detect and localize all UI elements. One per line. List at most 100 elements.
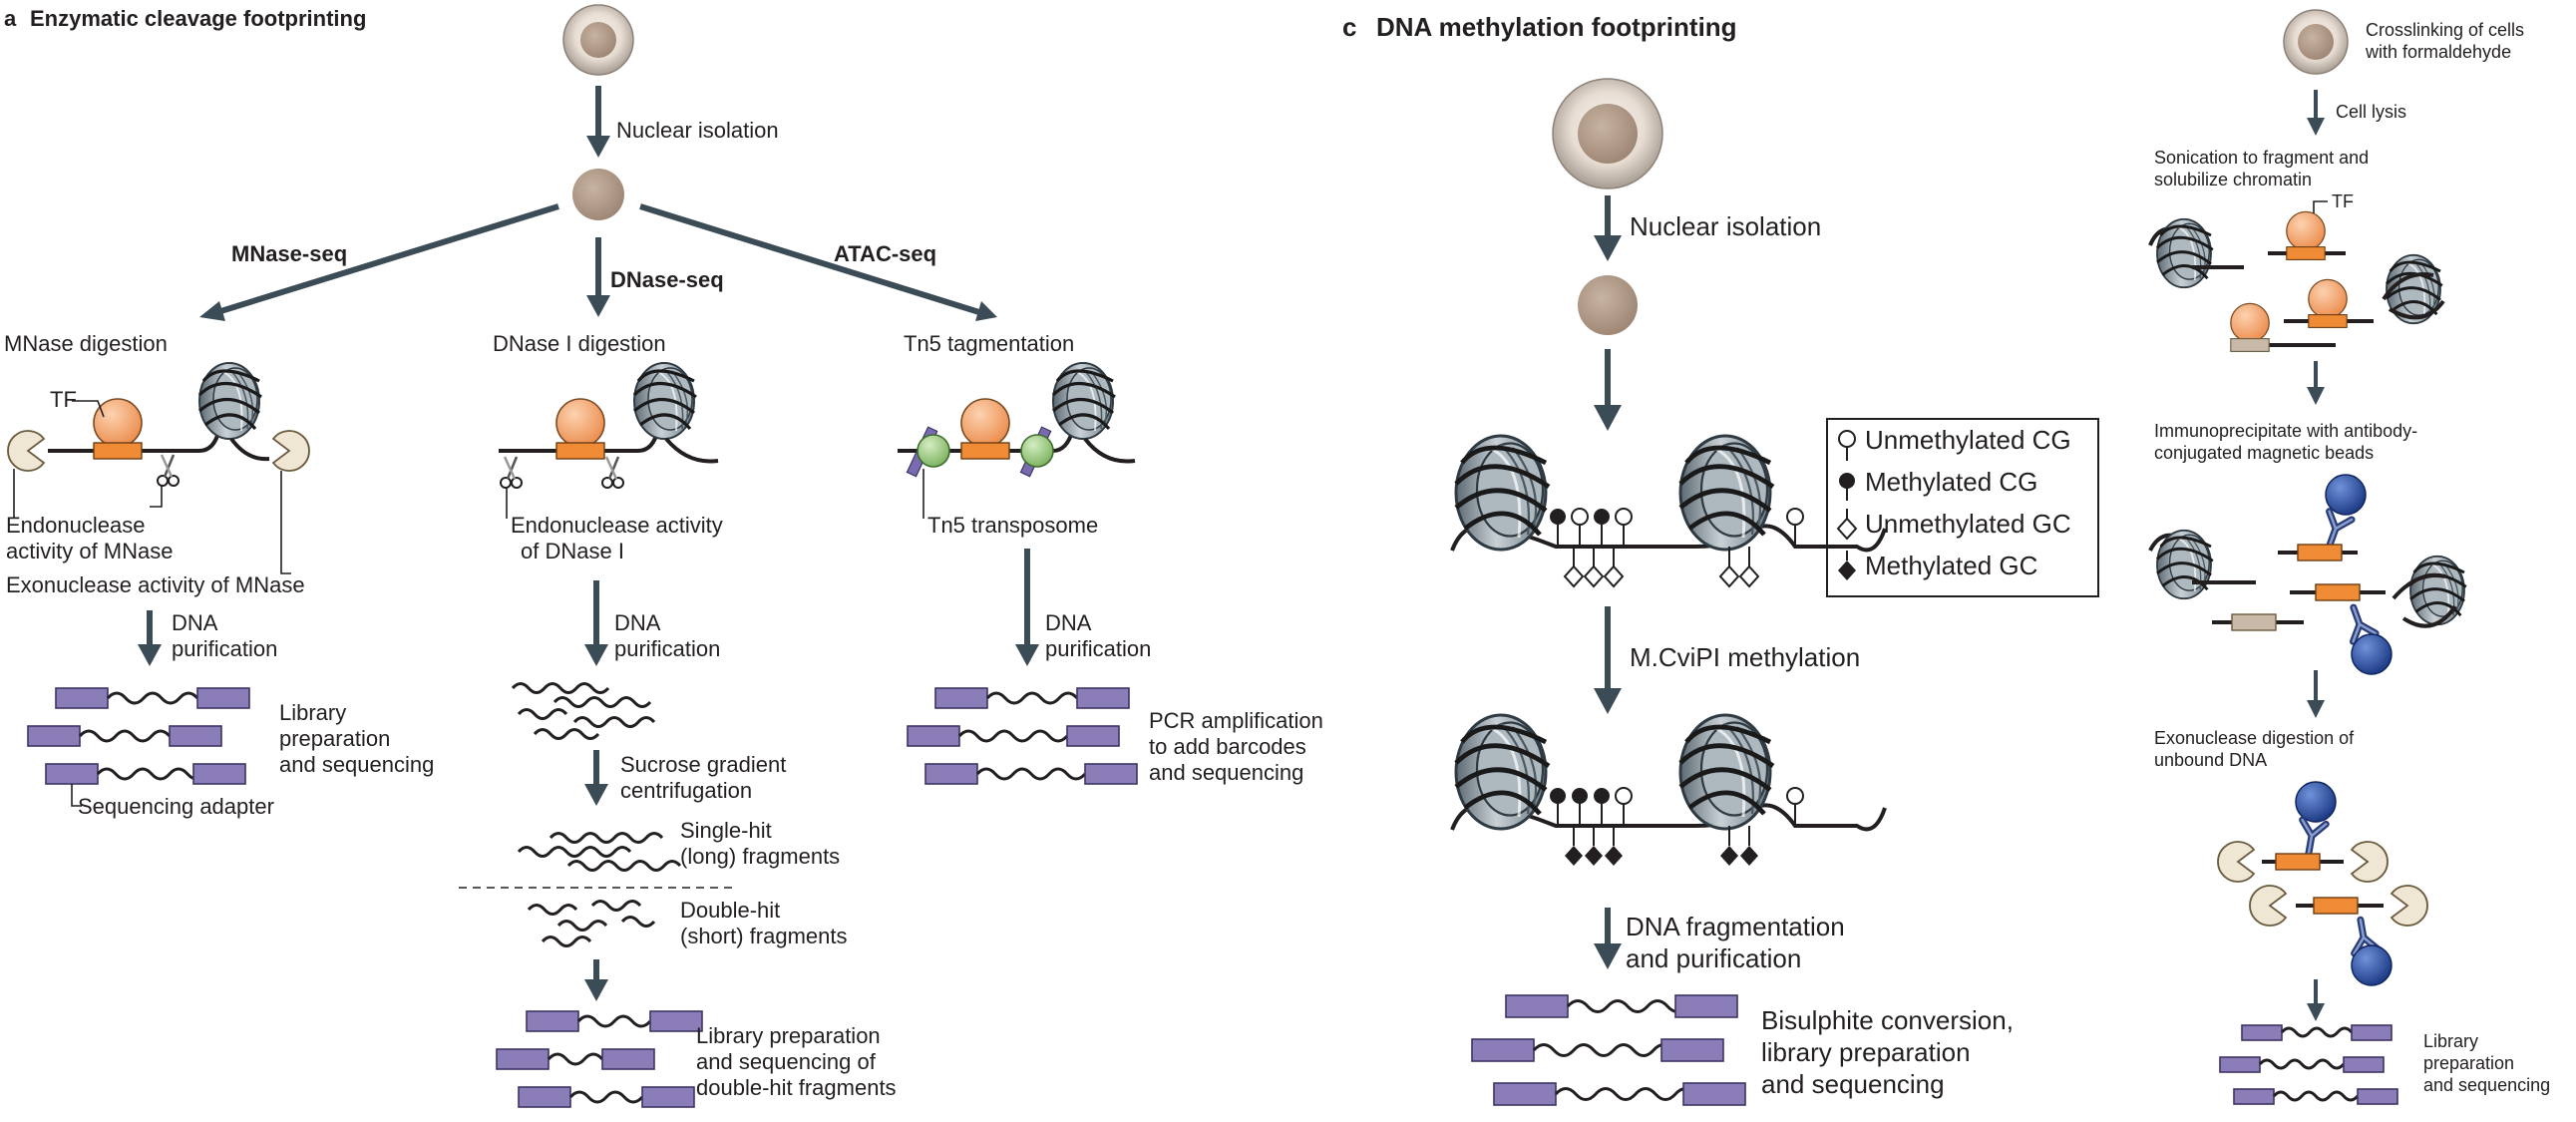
bis-line1: Bisulphite conversion, bbox=[1761, 1005, 2014, 1035]
atac-chromatin bbox=[898, 361, 1136, 478]
tn5-tagmentation-label: Tn5 tagmentation bbox=[904, 331, 1074, 356]
sequencing-adapter-label: Sequencing adapter bbox=[78, 794, 274, 819]
arrow-c-to-chromatin bbox=[1594, 349, 1622, 431]
scissors-icon bbox=[156, 453, 181, 488]
legend-unmeth-gc: Unmethylated GC bbox=[1865, 509, 2071, 539]
cross-line1: Crosslinking of cells bbox=[2366, 20, 2524, 40]
legend-meth-cg: Methylated CG bbox=[1865, 467, 2037, 497]
arrow-atac-branch bbox=[639, 203, 997, 321]
mnase-lib-line2: preparation bbox=[279, 726, 390, 751]
nucleus-icon bbox=[1578, 275, 1638, 335]
panel-a-title: Enzymatic cleavage footprinting bbox=[30, 6, 366, 31]
exonuclease-icon bbox=[2217, 841, 2255, 883]
single-hit-line2: (long) fragments bbox=[680, 844, 840, 869]
dnase-chromatin bbox=[499, 361, 719, 490]
ip-line2: conjugated magnetic beads bbox=[2154, 443, 2374, 463]
dnase-endo-line2: of DNase I bbox=[521, 539, 624, 563]
nucleus-icon bbox=[572, 169, 624, 220]
right-lib-line2: preparation bbox=[2423, 1053, 2514, 1073]
unmethylated-cg-icon bbox=[1838, 430, 1856, 461]
dnase-purif-line2: purification bbox=[614, 636, 720, 661]
dnase-lib-line3: double-hit fragments bbox=[696, 1075, 897, 1100]
exonuclease-icon bbox=[2249, 885, 2287, 927]
panel-c-title: DNA methylation footprinting bbox=[1376, 12, 1737, 42]
arrow-nuclear-isolation bbox=[586, 86, 610, 158]
methylated-gc-icon bbox=[1838, 551, 1856, 580]
mnase-chromatin bbox=[7, 361, 310, 488]
bis-line3: and sequencing bbox=[1761, 1069, 1945, 1099]
arrow-sucrose bbox=[584, 750, 608, 806]
arrow-ip bbox=[2307, 361, 2325, 405]
leader-tf bbox=[2313, 200, 2328, 213]
mnase-purif-line1: DNA bbox=[172, 610, 218, 635]
exonuclease-icon bbox=[7, 430, 45, 472]
dnase-lib-line1: Library preparation bbox=[696, 1023, 881, 1048]
mnase-digestion-label: MNase digestion bbox=[4, 331, 168, 356]
arrow-right-library bbox=[2307, 979, 2325, 1021]
legend-meth-gc: Methylated GC bbox=[1865, 551, 2037, 580]
exonuclease-icon bbox=[2351, 841, 2389, 883]
double-hit-line2: (short) fragments bbox=[680, 924, 848, 948]
panel-right: Crosslinking of cells with formaldehyde … bbox=[2148, 9, 2550, 1105]
methylated-cg-icon bbox=[1839, 473, 1855, 501]
nuclear-isolation-label: Nuclear isolation bbox=[616, 118, 779, 143]
double-hit-line1: Double-hit bbox=[680, 898, 780, 923]
exonuclease-icon bbox=[2391, 885, 2428, 927]
tn5-transposome-label: Tn5 transposome bbox=[927, 513, 1098, 538]
tn5-transposome-icon bbox=[906, 426, 1054, 478]
exo-line2: unbound DNA bbox=[2154, 750, 2267, 770]
right-lib-line1: Library bbox=[2423, 1031, 2478, 1051]
frag-line1: DNA fragmentation bbox=[1626, 912, 1845, 941]
atac-seq-label: ATAC-seq bbox=[834, 241, 936, 266]
dnase-seq-label: DNase-seq bbox=[610, 267, 724, 292]
mnase-endo-line1: Endonuclease bbox=[6, 513, 145, 538]
arrow-atac-purification bbox=[1015, 549, 1039, 666]
mnase-seq-label: MNase-seq bbox=[231, 241, 347, 266]
exonuclease-digested bbox=[2217, 781, 2428, 986]
magnetic-bead-icon bbox=[2351, 633, 2392, 675]
c-library-fragments bbox=[1471, 994, 1746, 1106]
right-tf-label: TF bbox=[2332, 191, 2354, 211]
magnetic-bead-icon bbox=[2295, 781, 2337, 823]
pcr-line3: and sequencing bbox=[1149, 760, 1303, 785]
pcr-line1: PCR amplification bbox=[1149, 708, 1323, 733]
dnase-mixed-fragments bbox=[511, 682, 656, 740]
mnase-lib-line1: Library bbox=[279, 700, 346, 725]
ip-line1: Immunoprecipitate with antibody- bbox=[2154, 421, 2417, 441]
panel-c: c DNA methylation footprinting Nuclear i… bbox=[1342, 12, 2099, 1106]
sucrose-line1: Sucrose gradient bbox=[620, 752, 786, 777]
single-hit-line1: Single-hit bbox=[680, 818, 772, 843]
single-hit-fragments bbox=[517, 832, 682, 872]
unmethylated-gc-icon bbox=[1836, 509, 1858, 541]
cross-line2: with formaldehyde bbox=[2365, 42, 2511, 62]
arrow-dnase-branch bbox=[586, 237, 610, 317]
sonic-line2: solubilize chromatin bbox=[2154, 170, 2312, 189]
exo-line1: Exonuclease digestion of bbox=[2154, 728, 2355, 748]
scissors-icon bbox=[600, 455, 625, 490]
arrow-dnase-purification bbox=[584, 580, 608, 666]
c-nuclear-isolation-label: Nuclear isolation bbox=[1630, 211, 1821, 241]
atac-purif-line2: purification bbox=[1045, 636, 1151, 661]
right-library-fragments bbox=[2219, 1024, 2398, 1105]
tf-label: TF bbox=[50, 387, 77, 412]
cell-icon bbox=[1552, 78, 1663, 189]
arrow-mnase-purification bbox=[138, 610, 162, 666]
arrow-fragmentation bbox=[1594, 908, 1622, 969]
leader-endonuclease bbox=[13, 469, 163, 519]
cell-icon bbox=[2283, 9, 2349, 75]
cell-icon bbox=[562, 4, 634, 76]
leader-exonuclease bbox=[280, 471, 291, 574]
mnase-exo-label: Exonuclease activity of MNase bbox=[6, 572, 305, 597]
arrow-mcvipi bbox=[1594, 606, 1622, 714]
mnase-endo-line2: activity of MNase bbox=[6, 539, 174, 563]
arrow-exo bbox=[2307, 670, 2325, 718]
atac-library-fragments bbox=[907, 687, 1138, 785]
pcr-line2: to add barcodes bbox=[1149, 734, 1306, 759]
dnase-library-fragments bbox=[496, 1010, 703, 1108]
dnase-digestion-label: DNase I digestion bbox=[493, 331, 666, 356]
double-hit-fragments bbox=[527, 900, 656, 947]
arrow-mnase-branch bbox=[199, 203, 559, 321]
sonic-line1: Sonication to fragment and bbox=[2154, 148, 2369, 168]
panel-a-letter: a bbox=[4, 6, 17, 31]
